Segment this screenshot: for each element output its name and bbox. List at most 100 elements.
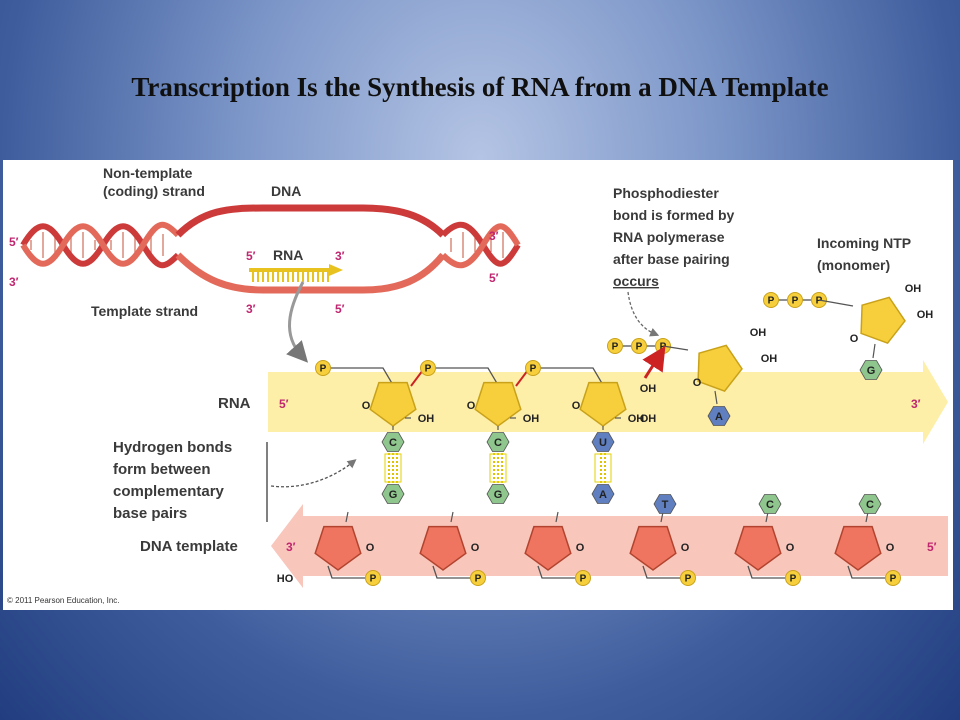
dna-template-label: DNA template <box>140 538 238 555</box>
base-c <box>758 494 782 514</box>
dna-sugar <box>734 525 782 571</box>
base-letter: A <box>715 411 723 423</box>
dna-helix-inset <box>20 204 521 294</box>
phosphate-label: P <box>636 342 643 353</box>
phosphate <box>763 292 779 308</box>
dna-backbone <box>537 565 575 579</box>
base-letter: C <box>494 437 502 449</box>
rna-main-5prime: 5′ <box>279 397 289 411</box>
dna-sugar <box>524 525 572 571</box>
phosphate <box>787 292 803 308</box>
rna-main-3prime: 3′ <box>911 397 921 411</box>
base-g <box>381 484 405 504</box>
hbond-box <box>489 453 507 483</box>
phosphate <box>575 570 591 586</box>
incoming-sugar-a <box>697 344 743 392</box>
dna-ring-oxygen: O <box>576 542 585 554</box>
dna-ring-oxygen: O <box>681 542 690 554</box>
base-g <box>486 484 510 504</box>
glycosidic-bond <box>555 511 559 523</box>
phosphate-label: P <box>792 296 799 307</box>
dna-label: DNA <box>271 183 301 199</box>
rna-sugar <box>369 381 417 427</box>
incoming-oh-1: OH <box>905 283 922 295</box>
phosphate <box>365 570 381 586</box>
base-c <box>858 494 882 514</box>
base-c <box>381 432 405 452</box>
dna-sugar <box>834 525 882 571</box>
phospho-label-line5: occurs <box>613 273 659 289</box>
dna-sugar <box>419 525 467 571</box>
glycosidic-bond <box>450 511 454 523</box>
inset-5prime-left: 5′ <box>9 235 19 249</box>
base-c <box>486 432 510 452</box>
copyright-text: © 2011 Pearson Education, Inc. <box>7 596 119 605</box>
glycosidic-bond <box>345 511 349 523</box>
incoming-sugar-g <box>860 296 906 344</box>
phosphate <box>420 360 436 376</box>
base-g <box>859 360 883 380</box>
phosphate <box>785 570 801 586</box>
hbond-label-line3: complementary <box>113 483 225 500</box>
dna-sugar <box>314 525 362 571</box>
phosphate-label: P <box>790 574 797 585</box>
base-letter: C <box>866 499 874 511</box>
rna-3prime: 3′ <box>335 249 345 263</box>
base-letter: C <box>766 499 774 511</box>
phosphate-label: P <box>685 574 692 585</box>
non-template-label-line2: (coding) strand <box>103 183 205 199</box>
base-t <box>653 494 677 514</box>
incoming-backbone <box>818 299 854 307</box>
base-letter: C <box>389 437 397 449</box>
zoom-arrow <box>286 281 309 363</box>
phospho-label-line2: bond is formed by <box>613 207 735 223</box>
rna-main-label: RNA <box>218 395 251 412</box>
phosphate <box>470 570 486 586</box>
rna-3prime-oh: OH <box>640 383 657 395</box>
phosphate-label: P <box>530 364 537 375</box>
incoming-ring-oxygen: O <box>850 333 859 345</box>
hbond-label-line4: base pairs <box>113 505 187 522</box>
incoming-backbone <box>662 345 689 351</box>
dna-ring-oxygen: O <box>366 542 375 554</box>
dna-backbone <box>432 565 470 579</box>
base-a <box>591 484 615 504</box>
dna-sugar <box>629 525 677 571</box>
phospho-label-line3: RNA polymerase <box>613 229 725 245</box>
incoming-oh-2: OH <box>761 353 778 365</box>
sugar-2prime-oh: OH <box>628 413 645 425</box>
sugar-ring-oxygen: O <box>362 400 371 412</box>
inset-5prime-right: 5′ <box>489 271 499 285</box>
dna-main-5prime: 5′ <box>927 540 937 554</box>
phosphate-label: P <box>580 574 587 585</box>
base-letter: T <box>662 499 669 511</box>
sugar-2prime-oh: OH <box>418 413 435 425</box>
incoming-oh-2: OH <box>917 309 934 321</box>
rna-backbone <box>428 367 499 386</box>
dna-ring-oxygen: O <box>471 542 480 554</box>
phosphate <box>525 360 541 376</box>
dna-backbone <box>747 565 785 579</box>
base-letter: G <box>494 489 503 501</box>
base-a <box>707 406 731 426</box>
phosphate <box>607 338 623 354</box>
phospho-label-line1: Phosphodiester <box>613 185 719 201</box>
dna-backbone <box>327 565 365 579</box>
base-letter: U <box>599 437 607 449</box>
slide-title: Transcription Is the Synthesis of RNA fr… <box>131 72 829 102</box>
rna-5prime: 5′ <box>246 249 256 263</box>
rna-backbone <box>533 367 604 386</box>
incoming-oh-1: OH <box>750 327 767 339</box>
rna-sugar <box>474 381 522 427</box>
phosphate-label: P <box>612 342 619 353</box>
sugar-ring-oxygen: O <box>467 400 476 412</box>
glycosidic-bond <box>714 390 718 405</box>
helix-rungs <box>30 232 504 258</box>
helix-strand-right-b <box>440 223 521 269</box>
diagram-panel: Non-template (coding) strand DNA RNA Tem… <box>3 160 953 610</box>
coding-strand-bubble <box>175 204 446 238</box>
dna-backbone <box>847 565 885 579</box>
rna-sugar <box>579 381 627 427</box>
